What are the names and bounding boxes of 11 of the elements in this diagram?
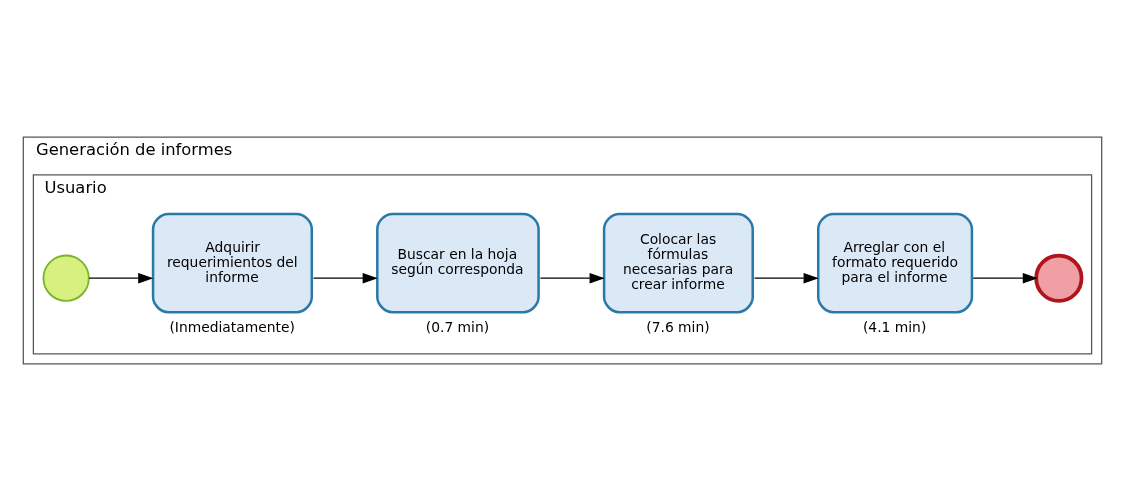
- node-circle: [1034, 253, 1084, 303]
- node-label: (Inmediatamente): [169, 319, 295, 336]
- node-circle: [42, 254, 90, 302]
- arrow: [972, 272, 1038, 284]
- node-label: (0.7 min): [425, 319, 490, 336]
- arrow: [753, 272, 819, 284]
- node-label: (4.1 min): [862, 319, 927, 336]
- arrow: [539, 272, 605, 284]
- arrow: [312, 272, 378, 284]
- node-label: (7.6 min): [646, 319, 710, 336]
- arrow: [88, 272, 154, 284]
